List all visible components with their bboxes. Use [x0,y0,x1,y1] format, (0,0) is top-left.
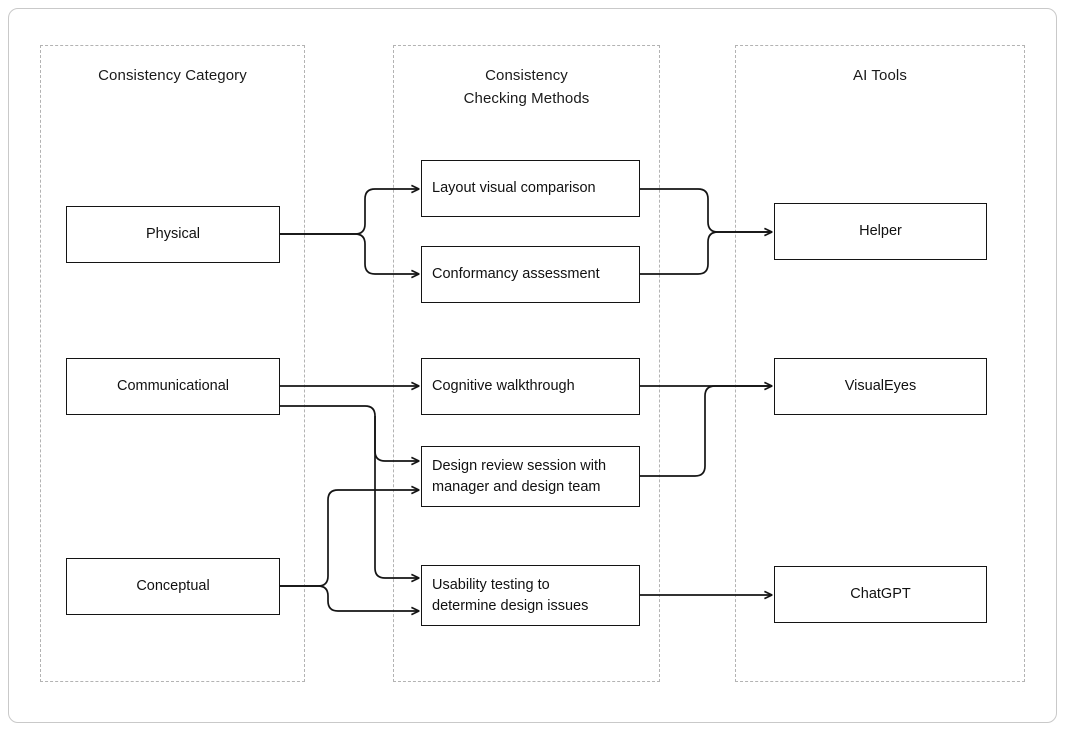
node-tool-visualeyes[interactable]: VisualEyes [774,358,987,415]
node-method-usability-testing[interactable]: Usability testing to determine design is… [421,565,640,626]
node-label-layout-visual-comparison: Layout visual comparison [432,180,596,196]
node-method-layout-visual-comparison[interactable]: Layout visual comparison [421,160,640,217]
swimlane-title-consistency-checking-methods: Consistency Checking Methods [463,67,590,107]
node-method-cognitive-walkthrough[interactable]: Cognitive walkthrough [421,358,640,415]
swimlane-consistency-category [40,45,305,682]
node-label-usability-testing: Usability testing to determine design is… [432,576,589,614]
node-label-physical: Physical [146,226,200,242]
swimlane-title-ai-tools: AI Tools [853,67,907,84]
node-label-helper: Helper [859,223,902,239]
node-label-cognitive-walkthrough: Cognitive walkthrough [432,378,575,394]
node-label-design-review-session: Design review session with manager and d… [432,457,607,495]
node-tool-helper[interactable]: Helper [774,203,987,260]
node-method-design-review-session[interactable]: Design review session with manager and d… [421,446,640,507]
node-label-visualeyes: VisualEyes [844,378,917,394]
swimlane-ai-tools [735,45,1025,682]
node-label-communicational: Communicational [116,378,230,394]
swimlane-title-consistency-category: Consistency Category [98,67,247,84]
node-label-chatgpt: ChatGPT [850,586,911,602]
node-tool-chatgpt[interactable]: ChatGPT [774,566,987,623]
node-category-communicational[interactable]: Communicational [66,358,280,415]
node-method-conformancy-assessment[interactable]: Conformancy assessment [421,246,640,303]
node-label-conformancy-assessment: Conformancy assessment [432,266,600,282]
swimlane-consistency-checking-methods [393,45,660,682]
node-category-conceptual[interactable]: Conceptual [66,558,280,615]
node-category-physical[interactable]: Physical [66,206,280,263]
node-label-conceptual: Conceptual [136,578,210,594]
